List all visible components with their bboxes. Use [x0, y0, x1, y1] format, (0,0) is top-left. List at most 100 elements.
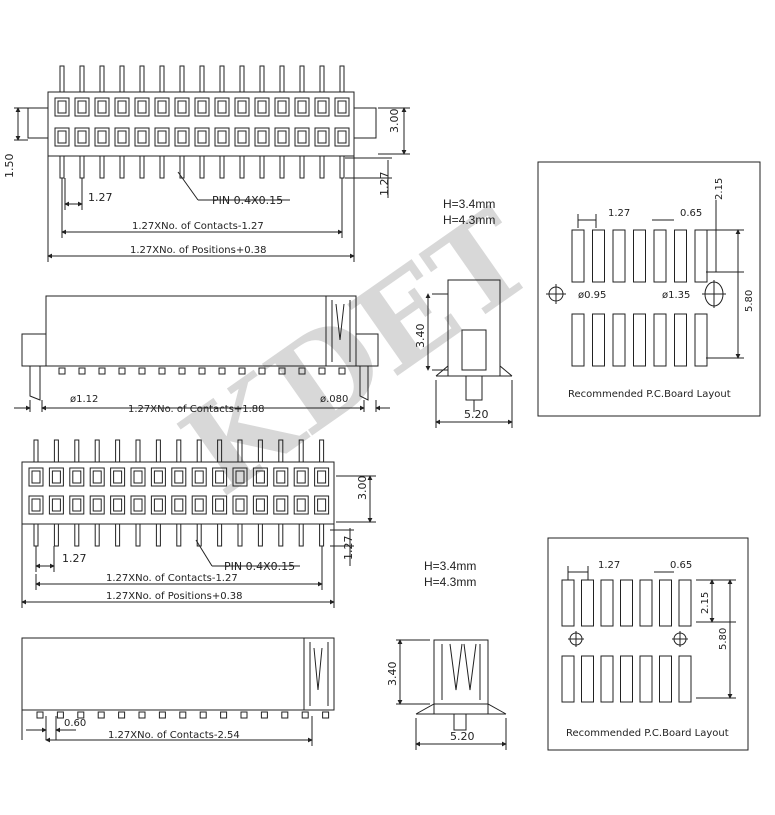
end-view-2: [396, 639, 507, 750]
pin-bottom: [179, 155, 185, 179]
pcb2-caption: Recommended P.C.Board Layout: [566, 728, 729, 739]
contact-cell: [234, 97, 250, 117]
foot: [322, 711, 330, 719]
contact-cell: [232, 467, 248, 487]
pin-bottom: [74, 523, 80, 547]
contact-cell: [294, 97, 310, 117]
pin-bottom: [139, 155, 145, 179]
contact-cell: [130, 495, 146, 515]
contact-hole: [277, 130, 287, 144]
foot: [301, 711, 309, 719]
contact-hole: [57, 100, 67, 114]
mid-dim-3-00: 3.00: [356, 476, 369, 501]
contact-cell: [232, 495, 248, 515]
foot: [258, 367, 266, 375]
pcb1-hole-right: ø1.35: [662, 290, 690, 301]
foot: [218, 367, 226, 375]
pcb-pad: [612, 313, 626, 367]
foot: [138, 711, 146, 719]
side-view-1: [14, 295, 390, 412]
mid-formula-positions: 1.27XNo. of Positions+0.38: [106, 591, 243, 602]
contact-cell: [174, 97, 190, 117]
contact-hole: [276, 470, 286, 484]
pin-bottom: [119, 155, 125, 179]
contact-cell: [94, 127, 110, 147]
contact-hole: [255, 498, 265, 512]
contact-hole: [177, 130, 187, 144]
contact-hole: [137, 100, 147, 114]
pin-top: [279, 65, 285, 93]
contact-cell: [54, 127, 70, 147]
contact-cell: [212, 467, 228, 487]
contact-cell: [314, 97, 330, 117]
pin-top: [99, 65, 105, 93]
contact-hole: [296, 470, 306, 484]
contact-hole: [97, 130, 107, 144]
pin-top: [59, 65, 65, 93]
pin-top: [339, 65, 345, 93]
pcb-pad: [592, 229, 605, 283]
contact-hole: [194, 498, 204, 512]
foot: [118, 711, 126, 719]
contact-hole: [92, 470, 102, 484]
pin-bottom: [199, 155, 205, 179]
contact-hole: [133, 498, 143, 512]
foot: [78, 367, 86, 375]
contact-hole: [157, 100, 167, 114]
pin-top: [299, 65, 305, 93]
contact-hole: [97, 100, 107, 114]
pin-top: [259, 65, 265, 93]
pcb1-dim-065: 0.65: [680, 208, 702, 219]
end-2-height-option-2: H=4.3mm: [424, 575, 476, 589]
pin-top: [79, 65, 85, 93]
contact-cell: [154, 127, 170, 147]
contact-cell: [273, 495, 289, 515]
contact-cell: [54, 97, 70, 117]
contact-cell: [314, 495, 330, 515]
pcb-pad: [600, 579, 614, 627]
contact-cell: [214, 97, 230, 117]
contact-cell: [74, 97, 90, 117]
contact-hole: [174, 498, 184, 512]
contact-cell: [234, 127, 250, 147]
pin-top: [33, 439, 39, 463]
contact-cell: [334, 97, 350, 117]
pin-bottom: [279, 155, 285, 179]
mid-formula-contacts: 1.27XNo. of Contacts-1.27: [106, 573, 238, 584]
pin-top: [94, 439, 100, 463]
contact-hole: [113, 470, 123, 484]
end-1-width: 5.20: [464, 408, 489, 421]
pcb-pad: [620, 579, 633, 627]
pin-top: [199, 65, 205, 93]
pin-bottom: [259, 155, 265, 179]
mid-pin-label: PIN 0.4X0.15: [224, 560, 295, 573]
contact-cell: [293, 467, 309, 487]
pcb-layout-1: [537, 161, 761, 417]
contact-hole: [217, 100, 227, 114]
formula-positions: 1.27XNo. of Positions+0.38: [130, 245, 267, 256]
contact-hole: [72, 470, 82, 484]
pcb-pad: [561, 655, 575, 703]
contact-hole: [174, 470, 184, 484]
contact-cell: [212, 495, 228, 515]
pin-bottom: [115, 523, 121, 547]
pcb-pad: [653, 313, 667, 367]
contact-cell: [130, 467, 146, 487]
contact-hole: [31, 498, 41, 512]
pcb2-dim-215: 2.15: [700, 592, 711, 614]
contact-hole: [317, 100, 327, 114]
end-2-height-option-1: H=3.4mm: [424, 559, 476, 573]
side-2-dim-060: 0.60: [64, 718, 86, 729]
foot: [138, 367, 146, 375]
contact-cell: [89, 495, 105, 515]
pin-label: PIN 0.4X0.15: [212, 194, 283, 207]
pcb-pad: [659, 655, 672, 703]
dim-pitch: 1.27: [88, 191, 113, 204]
foot: [97, 711, 105, 719]
pin-bottom: [299, 155, 305, 179]
pin-top: [239, 65, 245, 93]
pcb1-dim-127: 1.27: [608, 208, 630, 219]
top-view-1: [14, 65, 410, 262]
contact-hole: [92, 498, 102, 512]
